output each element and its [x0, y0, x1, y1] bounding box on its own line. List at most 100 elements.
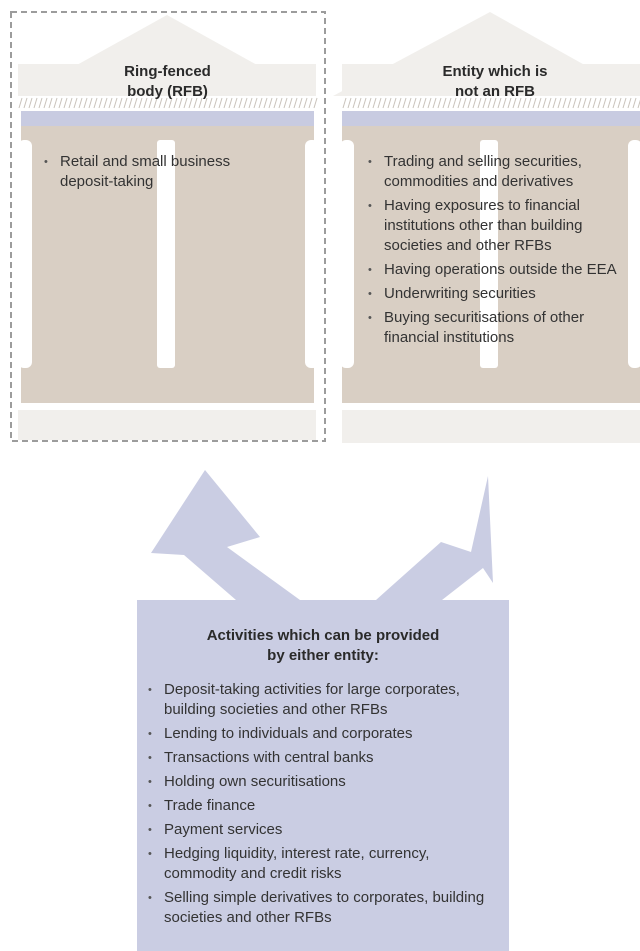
dentil-mark: [392, 97, 397, 109]
dentil-mark: [567, 97, 572, 109]
dentil-mark: [253, 97, 258, 109]
rfb-title-line2: body (RFB): [127, 83, 208, 100]
list-item: Holding own securitisations: [146, 772, 501, 792]
dentil-mark: [577, 97, 582, 109]
dentil-mark: [497, 97, 502, 109]
dentil-mark: [263, 97, 268, 109]
dentil-mark: [203, 97, 208, 109]
dentil-mark: [487, 97, 492, 109]
dentil-mark: [602, 97, 607, 109]
dentil-mark: [138, 97, 143, 109]
rfb-dashed-border: [10, 11, 326, 442]
dentil-mark: [402, 97, 407, 109]
dentil-mark: [372, 97, 377, 109]
non-rfb-title-line1: Entity which is: [442, 63, 548, 80]
non-rfb-activity-list: Trading and selling securities, commodit…: [366, 152, 636, 352]
list-item: Selling simple derivatives to corporates…: [146, 888, 501, 928]
dentil-mark: [108, 97, 113, 109]
dentil-mark: [492, 97, 497, 109]
dentil-mark: [198, 97, 203, 109]
dentil-mark: [258, 97, 263, 109]
rfb-column-right: [305, 140, 319, 368]
dentil-mark: [128, 97, 133, 109]
dentil-mark: [208, 97, 213, 109]
dentil-mark: [293, 97, 298, 109]
dentil-mark: [78, 97, 83, 109]
dentil-mark: [308, 97, 313, 109]
rfb-frieze: [21, 111, 314, 126]
dentil-mark: [447, 97, 452, 109]
dentil-mark: [537, 97, 542, 109]
dentil-mark: [617, 97, 622, 109]
dentil-mark: [422, 97, 427, 109]
shared-title-line2: by either entity:: [267, 647, 379, 664]
dentil-mark: [248, 97, 253, 109]
dentil-mark: [472, 97, 477, 109]
dentil-mark: [158, 97, 163, 109]
dentil-mark: [93, 97, 98, 109]
dentil-mark: [557, 97, 562, 109]
dentil-mark: [268, 97, 273, 109]
dentil-mark: [562, 97, 567, 109]
dentil-mark: [627, 97, 632, 109]
dentil-mark: [153, 97, 158, 109]
rfb-title: Ring-fenced body (RFB): [95, 62, 240, 102]
dentil-mark: [188, 97, 193, 109]
shared-title: Activities which can be provided by eith…: [137, 626, 509, 666]
dentil-mark: [98, 97, 103, 109]
rfb-column-center: [157, 140, 175, 368]
dentil-mark: [407, 97, 412, 109]
dentil-mark: [532, 97, 537, 109]
dentil-mark: [387, 97, 392, 109]
list-item: Lending to individuals and corporates: [146, 724, 501, 744]
dentil-mark: [572, 97, 577, 109]
dentil-mark: [437, 97, 442, 109]
dentil-mark: [118, 97, 123, 109]
dentil-mark: [462, 97, 467, 109]
dentil-mark: [347, 97, 352, 109]
dentil-mark: [233, 97, 238, 109]
dentil-mark: [522, 97, 527, 109]
rfb-title-line1: Ring-fenced: [124, 63, 211, 80]
dentil-mark: [367, 97, 372, 109]
dentil-mark: [58, 97, 63, 109]
dentil-mark: [163, 97, 168, 109]
rfb-building: [18, 15, 319, 440]
dentil-mark: [352, 97, 357, 109]
dentil-mark: [432, 97, 437, 109]
dentil-mark: [587, 97, 592, 109]
dentil-mark: [542, 97, 547, 109]
non-rfb-title: Entity which is not an RFB: [415, 62, 575, 102]
list-item: Having operations outside the EEA: [366, 260, 636, 280]
dentil-mark: [178, 97, 183, 109]
dentil-mark: [517, 97, 522, 109]
dentil-mark: [18, 97, 23, 109]
dentil-mark: [452, 97, 457, 109]
dentil-mark: [183, 97, 188, 109]
list-item: Having exposures to financial institutio…: [366, 196, 636, 256]
dentil-mark: [502, 97, 507, 109]
list-item: Buying securitisations of other financia…: [366, 308, 636, 348]
dentil-mark: [143, 97, 148, 109]
shared-activity-list: Deposit-taking activities for large corp…: [146, 680, 501, 932]
dentil-mark: [23, 97, 28, 109]
non-rfb-title-line2: not an RFB: [455, 83, 535, 100]
dentil-mark: [612, 97, 617, 109]
dentil-mark: [38, 97, 43, 109]
dentil-mark: [597, 97, 602, 109]
dentil-mark: [73, 97, 78, 109]
dentil-mark: [103, 97, 108, 109]
shared-title-line1: Activities which can be provided: [206, 627, 440, 644]
dentil-mark: [223, 97, 228, 109]
list-item: Retail and small business deposit-taking: [42, 152, 262, 192]
non-rfb-base: [342, 410, 640, 443]
dentil-mark: [63, 97, 68, 109]
dentil-mark: [397, 97, 402, 109]
dentil-mark: [193, 97, 198, 109]
dentil-mark: [228, 97, 233, 109]
dentil-mark: [33, 97, 38, 109]
dentil-mark: [547, 97, 552, 109]
list-item: Deposit-taking activities for large corp…: [146, 680, 501, 720]
dentil-mark: [622, 97, 627, 109]
dentil-mark: [273, 97, 278, 109]
